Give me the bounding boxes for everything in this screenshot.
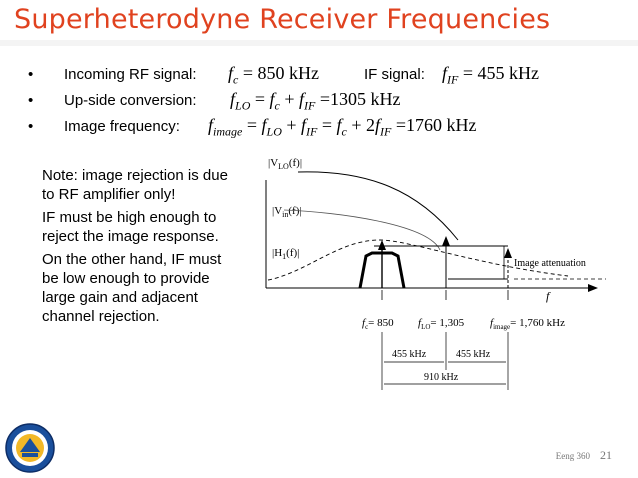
fimage-arrowhead bbox=[504, 248, 512, 258]
university-logo-icon bbox=[5, 423, 55, 473]
bullet-label: Image frequency: bbox=[64, 118, 180, 135]
bullet-dot: • bbox=[28, 92, 34, 109]
bullet-if-label: IF signal: bbox=[364, 66, 425, 83]
bullet-dot: • bbox=[28, 66, 34, 83]
f-axis-label: f bbox=[546, 289, 551, 303]
h1-label: |H1(f)| bbox=[272, 247, 299, 261]
flo-tick-label: fLO= 1,305 bbox=[418, 317, 465, 331]
h1-curve bbox=[267, 239, 569, 281]
bullet-dot: • bbox=[28, 118, 34, 135]
vlo-label: |VLO(f)| bbox=[268, 157, 302, 171]
bullet-label: Incoming RF signal: bbox=[64, 66, 197, 83]
note-paragraph: On the other hand, IF must be low enough… bbox=[42, 251, 222, 325]
fc-arrowhead bbox=[378, 240, 386, 250]
frequency-response-diagram: f |VLO(f)| |Vin(f)| |H1(f)| Image attenu… bbox=[265, 157, 606, 390]
equation-fif: fIF = 455 kHz bbox=[442, 63, 539, 87]
fimage-tick-label: fimage= 1,760 kHz bbox=[490, 317, 565, 331]
bullet-label: Up-side conversion: bbox=[64, 92, 197, 109]
equation-fimage: fimage = fLO + fIF = fc + 2fIF =1760 kHz bbox=[208, 115, 477, 139]
vin-label: |Vin(f)| bbox=[272, 205, 302, 219]
note-paragraph: Note: image rejection is due to RF ampli… bbox=[42, 167, 228, 203]
equation-fc: fc = 850 kHz bbox=[228, 63, 319, 87]
vin-curve bbox=[283, 209, 441, 251]
page-number: 21 bbox=[600, 448, 612, 462]
title-divider-band bbox=[0, 40, 638, 46]
dim-label-3: 910 kHz bbox=[424, 372, 459, 383]
f-axis-arrowhead bbox=[588, 284, 598, 292]
slide-title: Superheterodyne Receiver Frequencies bbox=[14, 4, 551, 35]
vlo-curve bbox=[297, 171, 459, 241]
image-attenuation-label: Image attenuation bbox=[514, 258, 586, 269]
dim-label-1: 455 kHz bbox=[392, 349, 427, 360]
flo-arrowhead bbox=[442, 236, 450, 246]
dim-label-2: 455 kHz bbox=[456, 349, 491, 360]
note-text-block: Note: image rejection is due to RF ampli… bbox=[42, 166, 242, 330]
fc-tick-label: fc= 850 bbox=[362, 317, 394, 331]
note-paragraph: IF must be high enough to reject the ima… bbox=[42, 209, 219, 245]
equation-flo: fLO = fc + fIF =1305 kHz bbox=[230, 89, 401, 113]
footer-course-code: Eeng 360 bbox=[555, 451, 590, 461]
